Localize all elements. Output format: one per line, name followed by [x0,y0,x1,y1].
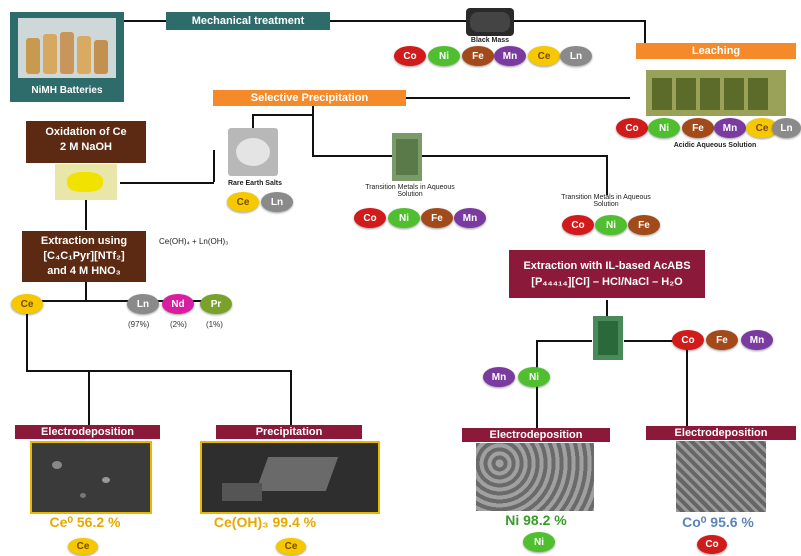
element-ln: Ln [772,118,801,138]
connector [536,386,538,428]
result-co0: Co⁰ 95.6 % [682,514,754,530]
acidic-solution-image [646,70,786,116]
transition-metals-label-1: Transition Metals in Aqueous Solution [365,184,455,198]
pct-pr: (1%) [206,320,223,329]
element-fe: Fe [462,46,494,66]
pct-nd: (2%) [170,320,187,329]
connector [406,97,630,99]
ce-hydroxide-image [55,164,117,200]
oxidation-line1: Oxidation of Ce [45,126,127,138]
acidic-solution-label: Acidic Aqueous Solution [673,142,757,149]
connector [252,114,312,116]
connector [606,155,608,195]
extraction-line2: [C₄C₁Pyr][NTf₂] [43,250,125,262]
element-co: Co [697,535,727,554]
element-ni: Ni [523,532,555,552]
connector [26,300,226,302]
pct-ln: (97%) [128,320,150,329]
connector [312,105,314,155]
connector [120,182,214,184]
element-co: Co [672,330,704,350]
connector [624,340,686,342]
extraction-box: Extraction using [C₄C₁Pyr][NTf₂] and 4 M… [22,231,146,282]
nimh-batteries-image: NiMH Batteries [10,12,124,102]
il-extraction-line1: Extraction with IL-based AcABS [523,260,691,272]
element-fe: Fe [682,118,714,138]
element-mn: Mn [454,208,486,228]
connector [88,370,90,426]
connector [85,200,87,230]
element-fe: Fe [421,208,453,228]
element-nd: Nd [162,294,194,314]
element-co: Co [616,118,648,138]
electrodeposition-box-ce: Electrodeposition [15,425,160,439]
transition-metals-image [392,133,422,181]
connector [213,150,215,182]
black-mass-label: Black Mass [470,37,510,44]
selective-precipitation-box: Selective Precipitation [213,90,406,106]
il-extraction-line2: [P₄₄₄₁₄][Cl] – HCl/NaCl – H₂O [531,276,683,288]
rare-earth-salts-image [228,128,278,176]
element-mn: Mn [741,330,773,350]
element-ce: Ce [528,46,560,66]
sem-ce-electrodeposit [30,441,152,514]
connector [26,300,28,370]
element-co: Co [354,208,386,228]
electrodeposition-box-co: Electrodeposition [646,426,796,440]
element-mn: Mn [483,367,515,387]
element-pr: Pr [200,294,232,314]
element-co: Co [562,215,594,235]
element-ni: Ni [518,367,550,387]
element-ce: Ce [68,538,98,555]
result-ni: Ni 98.2 % [505,512,567,528]
result-ceoh3: Ce(OH)₃ 99.4 % [213,514,317,530]
connector [85,278,87,300]
connector [686,348,688,426]
element-ce: Ce [276,538,306,555]
precipitation-box: Precipitation [216,425,362,439]
connector [606,300,608,316]
element-ln: Ln [261,192,293,212]
element-ni: Ni [595,215,627,235]
mechanical-treatment-box: Mechanical treatment [166,12,330,30]
connector [124,20,644,22]
leaching-box: Leaching [636,43,796,59]
element-ce: Ce [227,192,259,212]
element-ni: Ni [428,46,460,66]
element-fe: Fe [706,330,738,350]
extraction-line3: and 4 M HNO₃ [47,265,121,277]
oxidation-line2: 2 M NaOH [60,141,112,153]
element-ce: Ce [11,294,43,314]
element-ln: Ln [560,46,592,66]
element-ce: Ce [746,118,778,138]
electrodeposition-box-ni: Electrodeposition [462,428,610,442]
sem-ni-electrodeposit [476,443,594,511]
il-extraction-box: Extraction with IL-based AcABS [P₄₄₄₁₄][… [509,250,705,298]
connector [312,155,607,157]
element-co: Co [394,46,426,66]
connector [644,20,646,44]
connector [26,370,291,372]
element-fe: Fe [628,215,660,235]
element-mn: Mn [494,46,526,66]
sem-co-electrodeposit [676,441,766,512]
sem-ceoh-precipitate [200,441,380,514]
element-ln: Ln [127,294,159,314]
abs-tube-image [593,316,623,360]
connector [536,340,538,368]
black-mass-image [466,8,514,36]
extraction-line1: Extraction using [40,235,128,247]
rare-earth-salts-label: Rare Earth Salts [227,180,283,187]
oxidation-box: Oxidation of Ce 2 M NaOH [26,121,146,163]
element-ni: Ni [388,208,420,228]
connector [252,114,254,128]
element-mn: Mn [714,118,746,138]
transition-metals-label-2: Transition Metals in Aqueous Solution [561,194,651,208]
connector [536,340,592,342]
element-ni: Ni [648,118,680,138]
nimh-batteries-label: NiMH Batteries [31,85,103,96]
result-ce0: Ce⁰ 56.2 % [49,514,121,530]
connector [290,370,292,426]
ce-ln-hydroxide-label: Ce(OH)₄ + Ln(OH)₃ [159,237,229,246]
